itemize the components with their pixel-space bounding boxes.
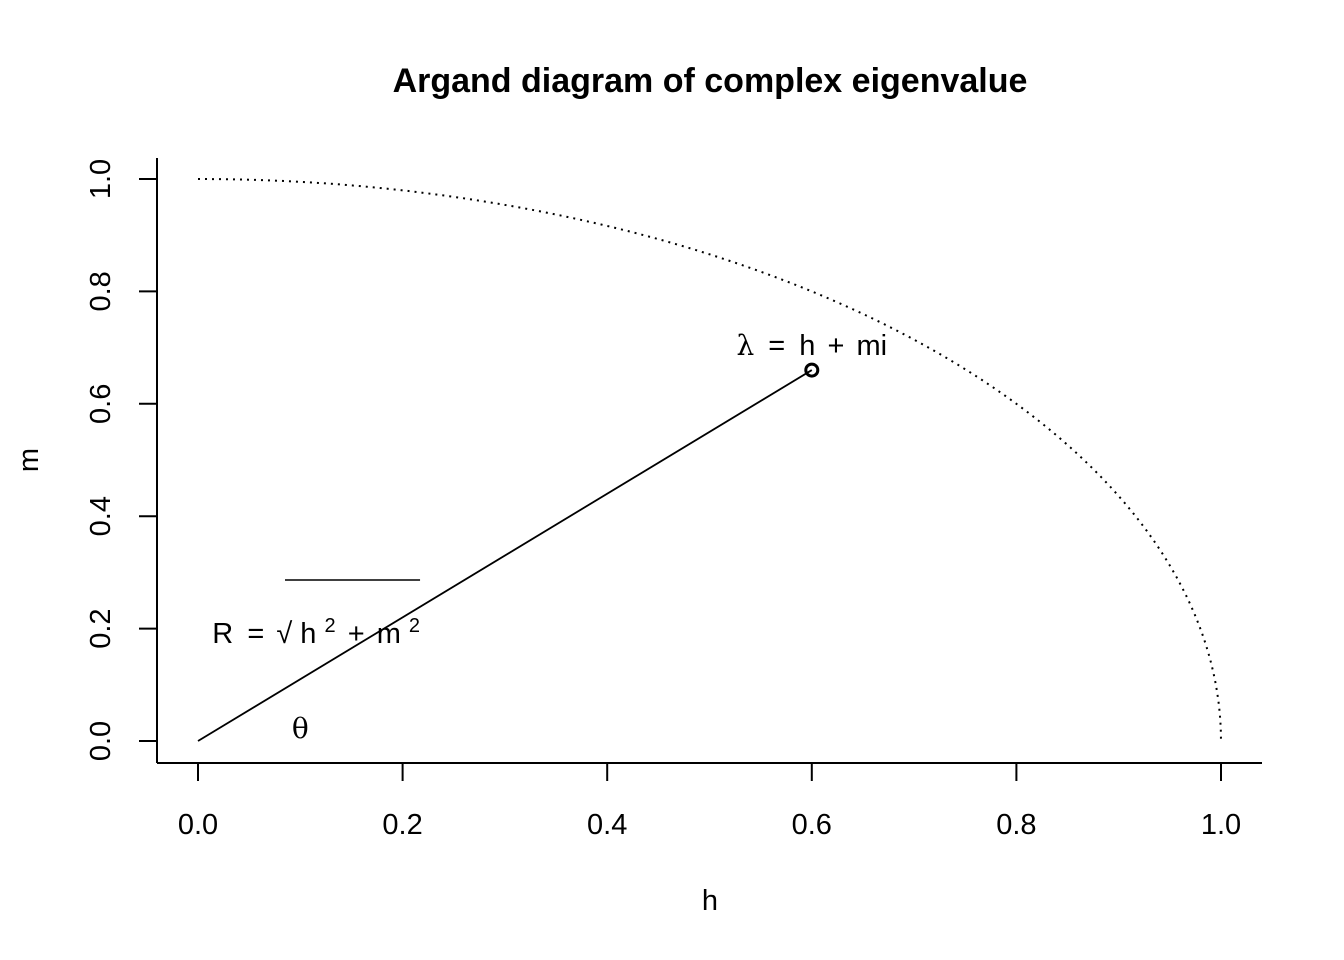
lambda-annotation: λ = h + mi: [736, 329, 887, 362]
lambda-equals: =: [768, 330, 785, 362]
radius-h-exponent: 2: [325, 615, 336, 637]
y-tick-label: 1.0: [85, 159, 117, 199]
y-tick-label: 0.6: [85, 384, 117, 424]
lambda-symbol: λ: [736, 329, 754, 362]
radius-symbol: R: [212, 618, 233, 650]
x-tick-label: 0.8: [996, 809, 1036, 841]
x-tick-label: 0.6: [792, 809, 832, 841]
radius-root: √: [276, 618, 292, 650]
x-tick-label: 0.2: [382, 809, 422, 841]
unit-circle-arc: [197, 178, 1222, 742]
radius-segment: [197, 369, 813, 742]
radius-m-exponent: 2: [409, 615, 420, 637]
radius-equals: =: [247, 618, 264, 650]
radius-h: h: [300, 618, 316, 650]
y-tick-label: 0.4: [85, 496, 117, 536]
y-tick-label: 0.2: [85, 608, 117, 648]
plot-marks: [197, 178, 1222, 742]
y-axis-label: m: [13, 448, 45, 472]
x-tick-label: 0.4: [587, 809, 627, 841]
x-axis: 0.0 0.2 0.4 0.6 0.8 1.0: [157, 762, 1262, 841]
theta-annotation: θ: [292, 712, 309, 745]
x-tick-label: 0.0: [178, 809, 218, 841]
y-tick-label: 0.8: [85, 271, 117, 311]
lambda-imag: mi: [857, 330, 888, 362]
y-tick-label: 0.0: [85, 721, 117, 761]
radius-annotation: R = √ h 2 + m 2: [212, 607, 420, 650]
x-tick-label: 1.0: [1201, 809, 1241, 841]
y-axis: 0.0 0.2 0.4 0.6 0.8 1.0: [85, 158, 158, 763]
radius-plus: +: [348, 618, 365, 650]
lambda-real: h: [799, 330, 815, 362]
eigenvalue-point: [804, 362, 820, 378]
radius-m: m: [377, 618, 401, 650]
chart-title: Argand diagram of complex eigenvalue: [393, 62, 1028, 100]
x-axis-label: h: [702, 885, 718, 917]
lambda-plus: +: [828, 330, 845, 362]
